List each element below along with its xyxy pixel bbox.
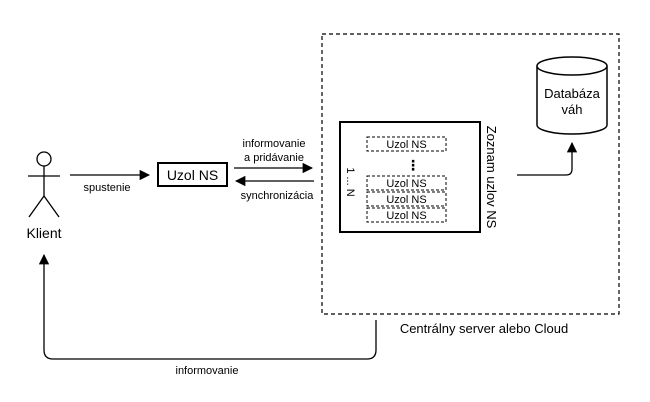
- ns-list-ellipsis: ⋮: [406, 157, 420, 173]
- database-cylinder: [536, 56, 608, 135]
- client-label: Klient: [26, 225, 61, 241]
- ns-list-entry-label: Uzol NS: [386, 178, 426, 190]
- start-arrow-label: spustenie: [83, 182, 130, 194]
- ns-node-box: [157, 162, 228, 187]
- ns-node-label: Uzol NS: [167, 167, 218, 183]
- ns-list-entry-label: Uzol NS: [386, 194, 426, 206]
- ns-list-title: Zoznam uzlov NS: [484, 126, 499, 229]
- inform-add-label-line1: informovanie: [243, 138, 306, 150]
- ns-list-entry: [366, 136, 447, 152]
- return-arrow-label: informovanie: [176, 365, 239, 377]
- database-label-line1: Databáza: [544, 86, 600, 101]
- ns-list-entry-label: Uzol NS: [386, 139, 426, 151]
- ns-list-entry: [366, 175, 447, 191]
- sync-label: synchronizácia: [241, 190, 315, 202]
- inform-add-label-line2: a pridávanie: [244, 152, 304, 164]
- ns-list-entry: [366, 207, 447, 223]
- ns-list-entry-label: Uzol NS: [386, 210, 426, 222]
- client-actor: [28, 151, 60, 218]
- central-server-boundary: [321, 33, 620, 315]
- central-server-label: Centrálny server alebo Cloud: [400, 321, 568, 336]
- ns-list-entry: [366, 191, 447, 207]
- actor-head: [36, 151, 52, 167]
- return-arrow: [38, 253, 377, 360]
- database-label-line2: váh: [562, 102, 583, 117]
- list-to-database-arrow: [517, 141, 578, 176]
- ns-list-box: [339, 121, 481, 233]
- ns-list-index-label: 1 ... N: [344, 167, 356, 196]
